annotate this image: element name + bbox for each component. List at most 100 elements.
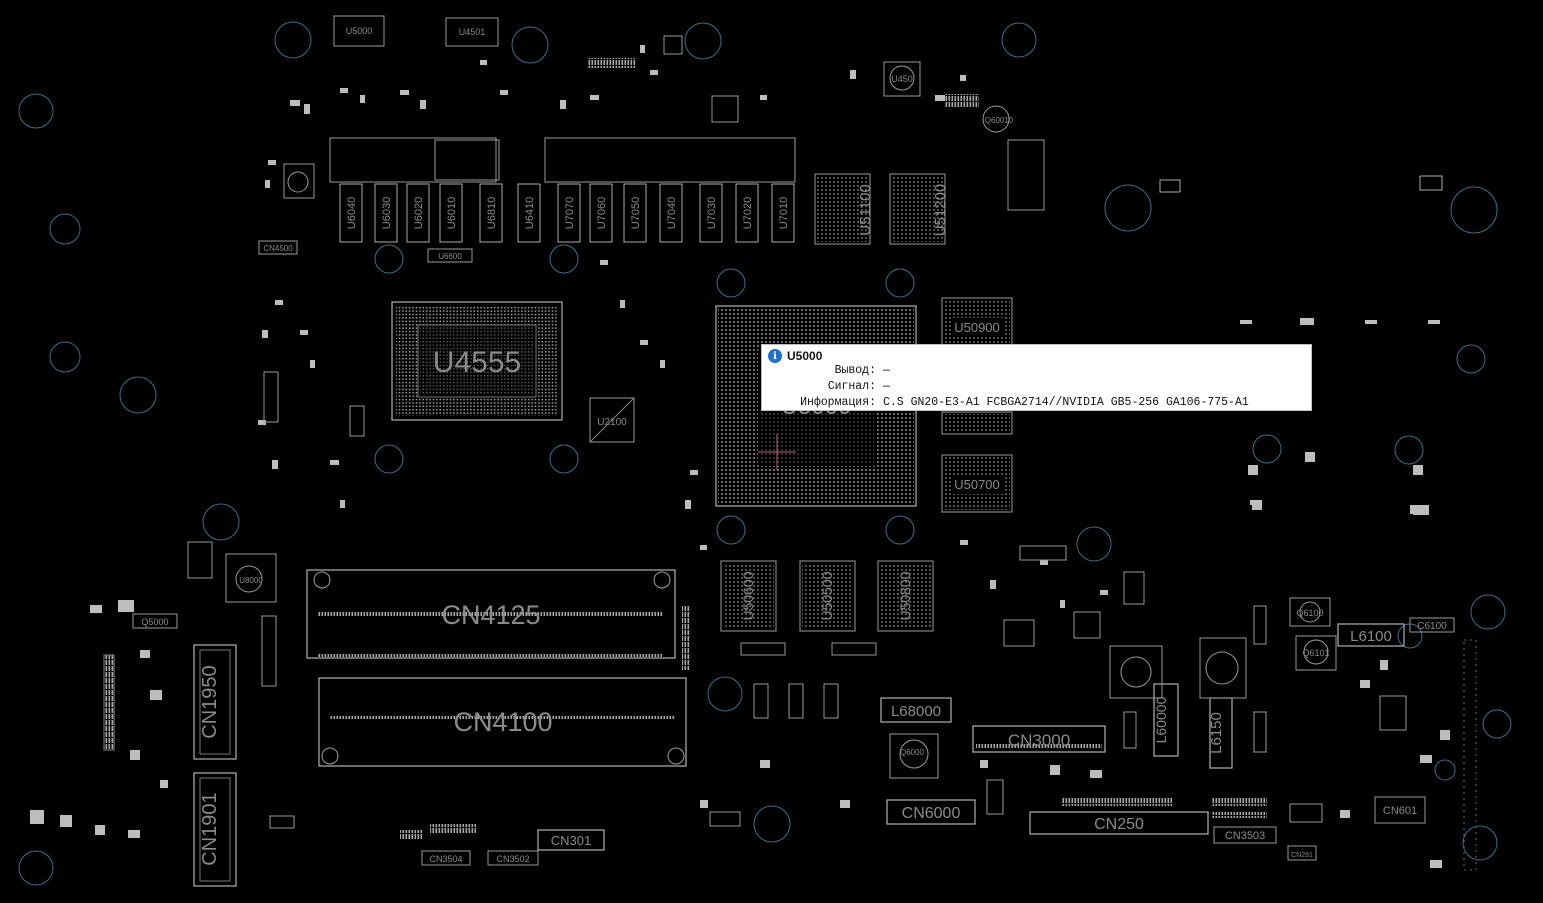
- tooltip-row-info: Информация: C.S GN20-E3-A1 FCBGA2714//NVI…: [762, 395, 1249, 410]
- connector-cn301-label: CN301: [551, 833, 591, 848]
- chip-u4501[interactable]: U4501: [445, 17, 499, 47]
- connector-cn3502[interactable]: CN3502: [487, 850, 539, 866]
- component-info-tooltip: i U5000 Вывод: — Сигнал: — Информация: C.S …: [761, 344, 1312, 411]
- chip-u5000-small-label: U5000: [346, 26, 373, 36]
- connector-cn6000[interactable]: CN6000: [886, 799, 976, 825]
- mosfet-label: U6010: [446, 197, 458, 229]
- chip-u4555[interactable]: U4555: [391, 301, 563, 421]
- connector-cn1901[interactable]: CN1901: [193, 772, 237, 887]
- transistor-q6100-label: Q6100: [1296, 608, 1323, 618]
- inductor-l60000-label: L60000: [1153, 696, 1169, 743]
- transistor-q6101[interactable]: Q6101: [1295, 635, 1337, 671]
- tooltip-key: Вывод:: [834, 364, 876, 377]
- connector-cn4500-label: CN4500: [263, 244, 293, 253]
- inductor-l6100[interactable]: L6100: [1337, 623, 1405, 647]
- inductor-l68000[interactable]: L68000: [880, 697, 952, 723]
- mosfet-label: U6040: [346, 197, 358, 229]
- connector-cn4100[interactable]: CN4100: [318, 677, 687, 767]
- chip-u450[interactable]: U450: [883, 61, 921, 97]
- info-icon: i: [768, 349, 782, 363]
- vram-u50800-label: U50800: [897, 571, 913, 620]
- tooltip-key: Информация:: [800, 396, 876, 409]
- capacitor-c6100-label: C6100: [1417, 621, 1447, 632]
- connector-cn1950[interactable]: CN1950: [193, 644, 237, 760]
- chip-u6600-label: U6600: [438, 252, 462, 261]
- connector-cn250-label: CN250: [1094, 816, 1144, 833]
- tooltip-key: Сигнал:: [827, 380, 876, 393]
- mosfet-label: U7060: [596, 197, 608, 229]
- vram-u51100[interactable]: U51100: [814, 173, 874, 245]
- transistor-q60010[interactable]: Q60010: [982, 105, 1014, 133]
- connector-cn3000-label: CN3000: [1008, 731, 1070, 750]
- mosfet-labels-right: U7070 U7060 U7050 U7040 U7030 U7020 U701…: [564, 197, 790, 229]
- chip-u450-label: U450: [891, 74, 913, 84]
- transistor-q5000[interactable]: Q5000: [132, 613, 178, 629]
- vram-u50600[interactable]: U50600: [720, 560, 777, 632]
- vram-u51100-label: U51100: [857, 184, 874, 235]
- chip-u6600[interactable]: U6600: [427, 248, 473, 263]
- mosfet-label: U7020: [742, 197, 754, 229]
- chip-u4555-label: U4555: [433, 346, 521, 379]
- vram-u50700-label: U50700: [954, 477, 1000, 492]
- connector-cn4125[interactable]: CN4125: [306, 569, 676, 659]
- mosfet-label: U6410: [524, 197, 536, 229]
- mounting-holes: [18, 21, 1512, 886]
- vram-u50700[interactable]: U50700: [941, 454, 1013, 513]
- mosfet-row-right: [544, 137, 796, 243]
- mosfet-label: U6020: [413, 197, 425, 229]
- mosfet-label: U7010: [778, 197, 790, 229]
- vram-u50900-label: U50900: [954, 320, 1000, 335]
- mosfet-label: U7070: [564, 197, 576, 229]
- transistor-q6100[interactable]: Q6100: [1289, 597, 1331, 627]
- mosfet-row-left: [329, 137, 541, 243]
- pad-strips: [103, 58, 1477, 871]
- chip-u2100[interactable]: U2100: [589, 397, 635, 443]
- tooltip-value: C.S GN20-E3-A1 FCBGA2714//NVIDIA GB5-256…: [883, 396, 1249, 409]
- connector-cn281[interactable]: CN281: [1287, 845, 1317, 861]
- connector-cn601[interactable]: CN601: [1374, 796, 1426, 824]
- transistor-q5000-label: Q5000: [141, 617, 168, 627]
- connector-cn4100-label: CN4100: [453, 707, 552, 737]
- connector-cn3504-label: CN3504: [429, 854, 462, 864]
- inductor-l6100-label: L6100: [1350, 628, 1392, 645]
- vram-u50500[interactable]: U50500: [799, 560, 856, 632]
- transistor-q6000[interactable]: Q6000: [889, 733, 939, 779]
- tooltip-row-pin: Вывод: —: [762, 363, 890, 378]
- connector-cn4500[interactable]: CN4500: [258, 240, 298, 255]
- inductor-l6150-label: L6150: [1208, 712, 1225, 754]
- mosfet-label: U6810: [486, 197, 498, 229]
- tooltip-title: U5000: [787, 349, 823, 363]
- vram-strip: [941, 411, 1013, 435]
- vram-u50800[interactable]: U50800: [877, 560, 934, 632]
- chip-u2100-label: U2100: [597, 417, 627, 428]
- tooltip-value: —: [883, 364, 890, 377]
- inductor-l6150[interactable]: L6150: [1208, 697, 1233, 769]
- tooltip-value: —: [883, 380, 890, 393]
- connector-cn3000[interactable]: CN3000: [972, 725, 1106, 753]
- capacitor-c6100[interactable]: C6100: [1409, 617, 1455, 633]
- mosfet-label: U7040: [666, 197, 678, 229]
- vram-u50900[interactable]: U50900: [941, 297, 1013, 354]
- transistor-q6000-label: Q6000: [900, 748, 925, 757]
- connector-cn1950-label: CN1950: [199, 665, 221, 738]
- connector-cn3502-label: CN3502: [496, 854, 529, 864]
- transistor-q60010-label: Q60010: [985, 116, 1014, 125]
- connector-cn301[interactable]: CN301: [537, 829, 605, 851]
- transistor-q6101-label: Q6101: [1302, 648, 1329, 658]
- vram-u51200-label: U51200: [932, 184, 949, 237]
- chip-u4501-label: U4501: [459, 27, 486, 37]
- chip-u5000-small[interactable]: U5000: [333, 15, 385, 47]
- inductor-l68000-label: L68000: [891, 703, 941, 720]
- misc-outlines: [187, 35, 1407, 829]
- connector-cn3504[interactable]: CN3504: [421, 850, 471, 866]
- connector-cn250[interactable]: CN250: [1029, 811, 1209, 835]
- chip-u8000[interactable]: U8000: [225, 553, 277, 603]
- connector-cn601-label: CN601: [1383, 805, 1417, 817]
- tooltip-header: i U5000: [768, 348, 822, 364]
- smd-components: [30, 45, 1450, 868]
- connector-cn3503[interactable]: CN3503: [1213, 826, 1277, 844]
- inductor-l60000[interactable]: L60000: [1153, 683, 1179, 757]
- vram-u51200[interactable]: U51200: [889, 173, 949, 245]
- connector-cn6000-label: CN6000: [902, 805, 961, 822]
